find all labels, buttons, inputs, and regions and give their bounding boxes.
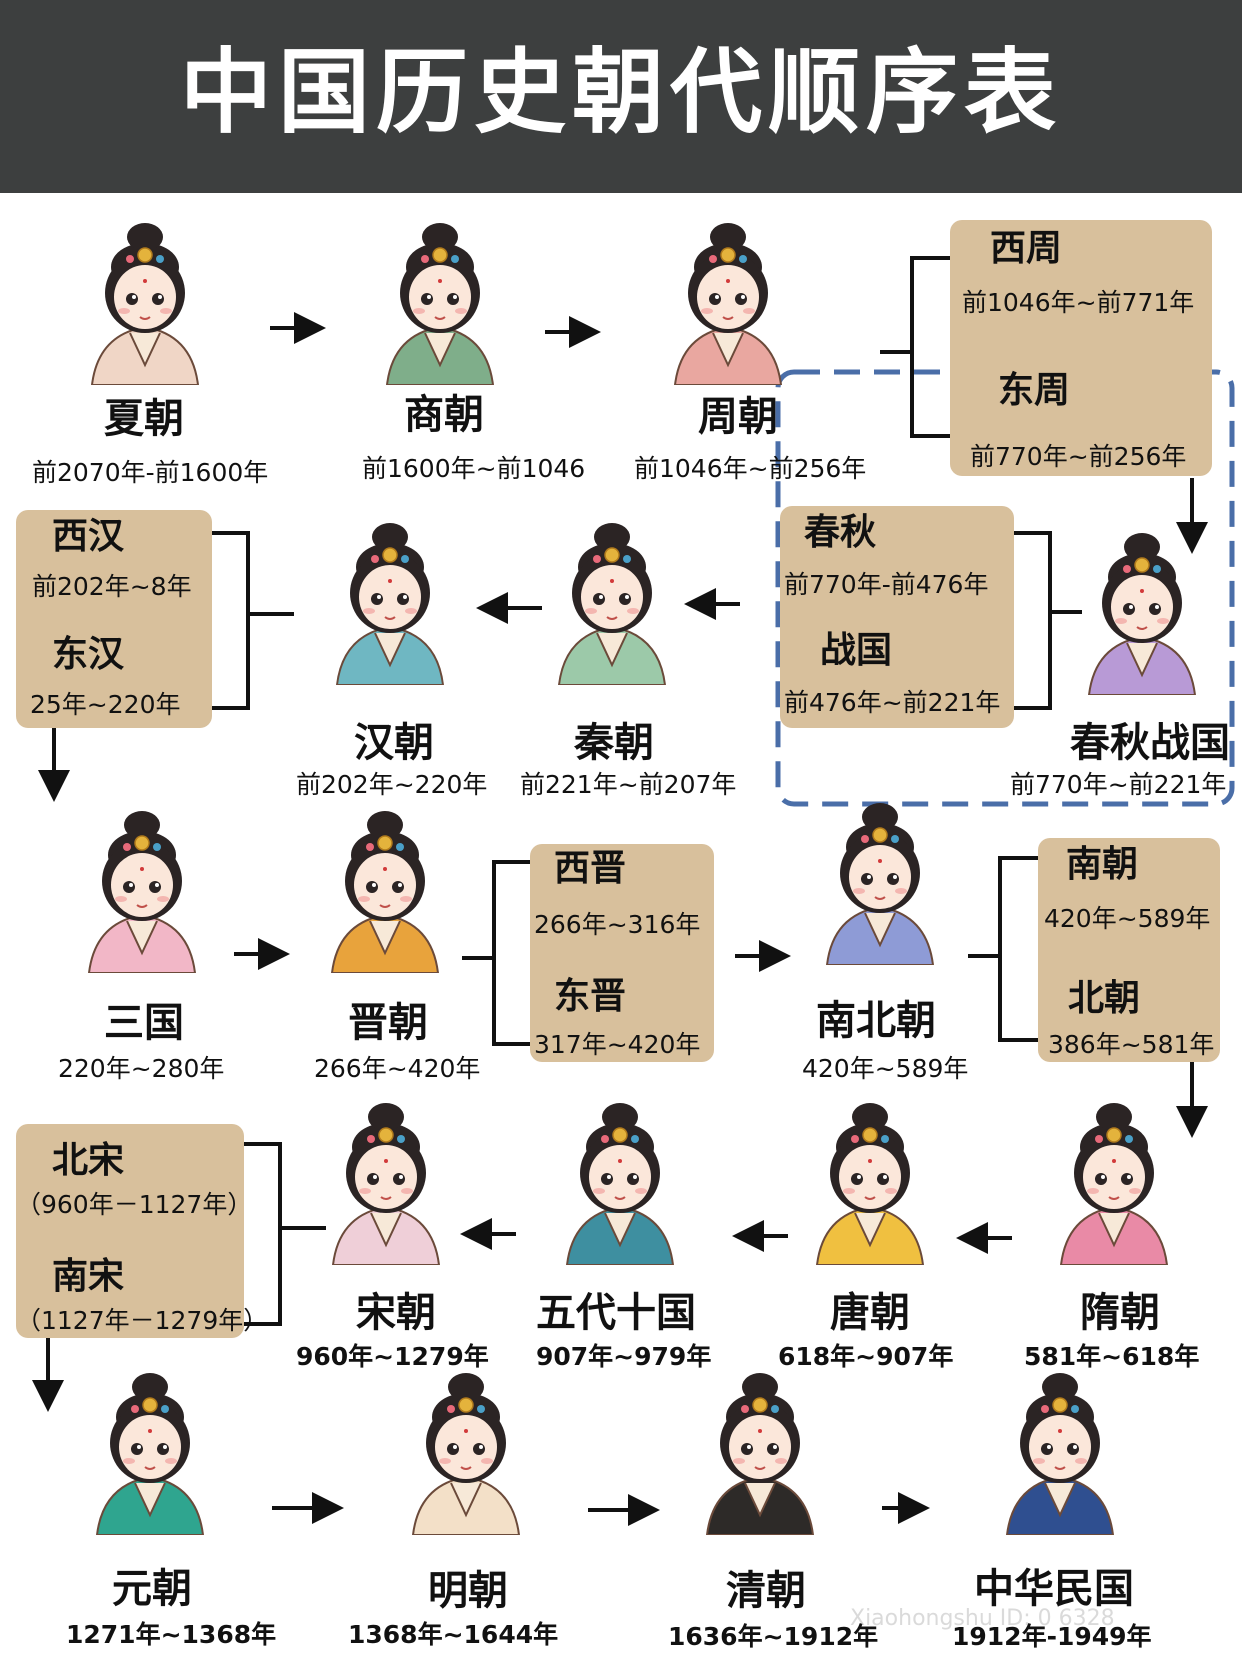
avatar-qing [705, 1373, 815, 1535]
box-song-b-name: 南宋 [52, 1256, 125, 1297]
avatar-wudaishiguo [565, 1103, 675, 1265]
name-sanguo: 三国 [104, 1000, 184, 1046]
box-zhou-a-date: 前1046年~前771年 [962, 288, 1195, 317]
name-minguo: 中华民国 [974, 1566, 1134, 1612]
box-chunqiu-b-date: 前476年~前221年 [784, 688, 1001, 717]
date-han: 前202年~220年 [296, 770, 488, 799]
avatar-han [335, 523, 445, 685]
avatar-ming [411, 1373, 521, 1535]
box-han-b-date: 25年~220年 [30, 690, 181, 719]
name-zhou: 周朝 [698, 394, 778, 440]
box-song-b-date: （1127年－1279年） [16, 1306, 269, 1335]
name-han: 汉朝 [354, 720, 434, 766]
box-jin-a-date: 266年~316年 [534, 910, 701, 939]
name-yuan: 元朝 [112, 1566, 192, 1612]
box-chunqiu-a-name: 春秋 [804, 512, 877, 553]
header-bar: 中国历史朝代顺序表 [0, 0, 1242, 193]
box-chunqiu-b-name: 战国 [820, 630, 893, 671]
avatar-tang [815, 1103, 925, 1265]
date-qin: 前221年~前207年 [520, 770, 737, 799]
avatar-qin [557, 523, 667, 685]
box-nanbei-b-name: 北朝 [1068, 978, 1141, 1019]
date-shang: 前1600年~前1046 [362, 454, 586, 483]
box-song-a-date: （960年－1127年） [16, 1190, 253, 1219]
box-han-b-name: 东汉 [52, 634, 125, 675]
name-nanbeichao: 南北朝 [816, 998, 936, 1044]
box-jin-b-name: 东晋 [554, 976, 627, 1017]
avatar-minguo [1005, 1373, 1115, 1535]
watermark: Xiaohongshu ID: 0 6328 [850, 1606, 1115, 1631]
page-title: 中国历史朝代顺序表 [179, 39, 1062, 146]
box-jin-a-name: 西晋 [554, 848, 627, 889]
name-wudaishiguo: 五代十国 [536, 1290, 696, 1336]
avatar-sanguo [87, 811, 197, 973]
name-song: 宋朝 [356, 1290, 436, 1336]
name-shang: 商朝 [404, 392, 484, 438]
avatar-yuan [95, 1373, 205, 1535]
box-han: 西汉 前202年~8年 东汉 25年~220年 [16, 510, 212, 728]
avatar-song [331, 1103, 441, 1265]
bracket-han [212, 531, 250, 710]
date-sanguo: 220年~280年 [58, 1054, 225, 1083]
date-tang: 618年~907年 [778, 1342, 954, 1371]
box-nanbei-b-date: 386年~581年 [1048, 1030, 1215, 1059]
box-zhou: 西周 前1046年~前771年 东周 前770年~前256年 [950, 220, 1212, 476]
date-sui: 581年~618年 [1024, 1342, 1200, 1371]
date-qing: 1636年~1912年 [668, 1622, 879, 1651]
name-tang: 唐朝 [830, 1290, 910, 1336]
box-zhou-b-date: 前770年~前256年 [970, 442, 1187, 471]
name-xia: 夏朝 [104, 396, 184, 442]
box-han-a-date: 前202年~8年 [32, 572, 192, 601]
date-xia: 前2070年-前1600年 [32, 458, 269, 487]
box-song-a-name: 北宋 [52, 1140, 125, 1181]
avatar-jin [330, 811, 440, 973]
name-jin: 晋朝 [348, 1000, 428, 1046]
box-zhou-a-name: 西周 [990, 228, 1063, 269]
bracket-nanbei [998, 856, 1040, 1042]
date-song: 960年~1279年 [296, 1342, 489, 1371]
bracket-zhou [910, 256, 950, 438]
box-chunqiu: 春秋 前770年-前476年 战国 前476年~前221年 [780, 506, 1014, 728]
date-yuan: 1271年~1368年 [66, 1620, 277, 1649]
bracket-jin [492, 860, 532, 1046]
bracket-chunqiu [1012, 531, 1052, 710]
box-zhou-b-name: 东周 [998, 370, 1071, 411]
box-song: 北宋 （960年－1127年） 南宋 （1127年－1279年） [16, 1124, 268, 1338]
avatar-shang [385, 223, 495, 385]
date-ming: 1368年~1644年 [348, 1620, 559, 1649]
avatar-sui [1059, 1103, 1169, 1265]
avatar-nanbeichao [825, 803, 935, 965]
box-chunqiu-a-date: 前770年-前476年 [784, 570, 989, 599]
date-jin: 266年~420年 [314, 1054, 481, 1083]
box-nanbei-a-date: 420年~589年 [1044, 904, 1211, 933]
name-qin: 秦朝 [574, 720, 654, 766]
box-jin: 西晋 266年~316年 东晋 317年~420年 [530, 844, 714, 1062]
box-han-a-name: 西汉 [52, 516, 125, 557]
date-zhou: 前1046年~前256年 [634, 454, 867, 483]
name-sui: 隋朝 [1080, 1290, 1160, 1336]
name-qing: 清朝 [726, 1568, 806, 1614]
name-ming: 明朝 [428, 1568, 508, 1614]
box-jin-b-date: 317年~420年 [534, 1030, 701, 1059]
date-minguo: 1912年-1949年 [952, 1622, 1152, 1651]
avatar-xia [90, 223, 200, 385]
box-nanbei: 南朝 420年~589年 北朝 386年~581年 [1038, 838, 1220, 1062]
name-chunqiuzhanguo: 春秋战国 [1070, 720, 1230, 766]
avatar-chunqiuzhanguo [1087, 533, 1197, 695]
date-chunqiuzhanguo: 前770年~前221年 [1010, 770, 1227, 799]
avatar-zhou [673, 223, 783, 385]
date-wudaishiguo: 907年~979年 [536, 1342, 712, 1371]
box-nanbei-a-name: 南朝 [1066, 844, 1139, 885]
bracket-song [244, 1142, 282, 1326]
date-nanbeichao: 420年~589年 [802, 1054, 969, 1083]
